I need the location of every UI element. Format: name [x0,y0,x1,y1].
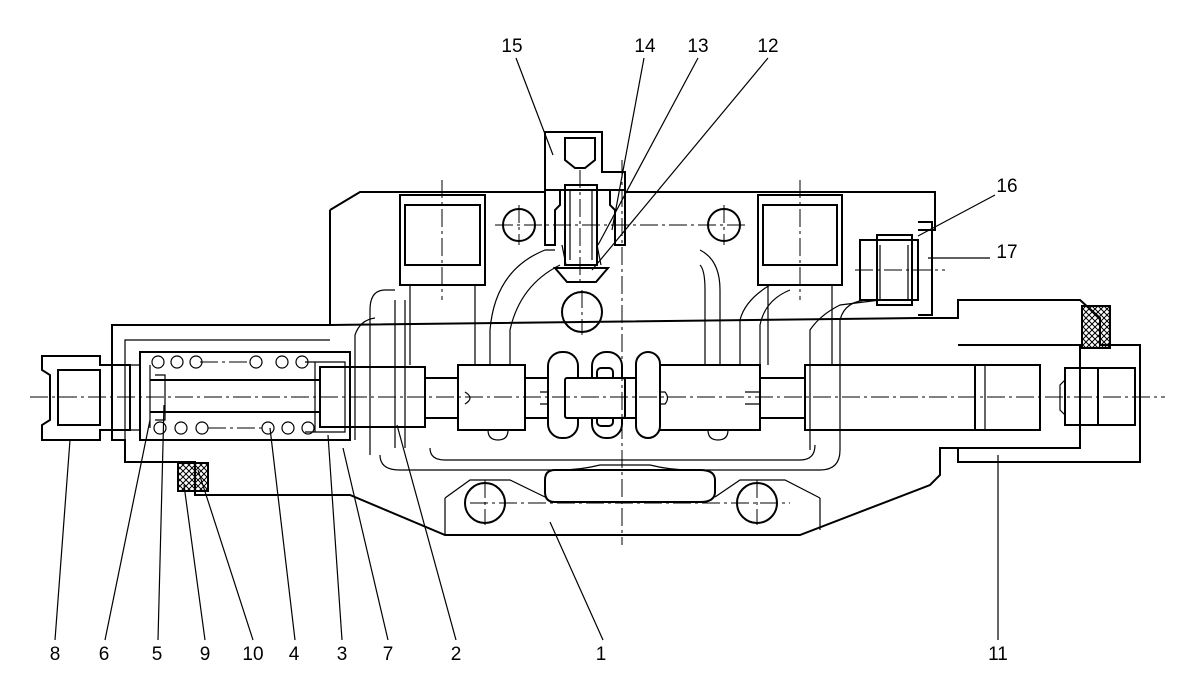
callout-9: 9 [200,644,211,665]
centerlines [30,160,1165,545]
callout-5: 5 [152,644,163,665]
side-plug [859,221,933,316]
callout-labels: 1 2 3 4 5 6 7 8 9 10 11 12 13 14 15 16 1… [50,36,1018,665]
port-right [757,194,843,365]
callout-4: 4 [289,644,300,665]
callout-8: 8 [50,644,61,665]
main-spool [319,351,1041,441]
callout-14: 14 [634,36,656,57]
leader-lines [54,57,999,641]
left-spring-cap [41,351,351,492]
plug-assembly [544,131,626,283]
callout-3: 3 [337,644,348,665]
callout-2: 2 [451,644,462,665]
port-left [399,194,486,365]
callout-11: 11 [988,644,1008,665]
callout-15: 15 [501,36,522,57]
callout-13: 13 [687,36,708,57]
callout-7: 7 [383,644,394,665]
callout-1: 1 [596,644,607,665]
callout-10: 10 [242,644,263,665]
callout-12: 12 [757,36,778,57]
callout-6: 6 [99,644,110,665]
callout-16: 16 [996,176,1017,197]
callout-17: 17 [996,242,1017,263]
